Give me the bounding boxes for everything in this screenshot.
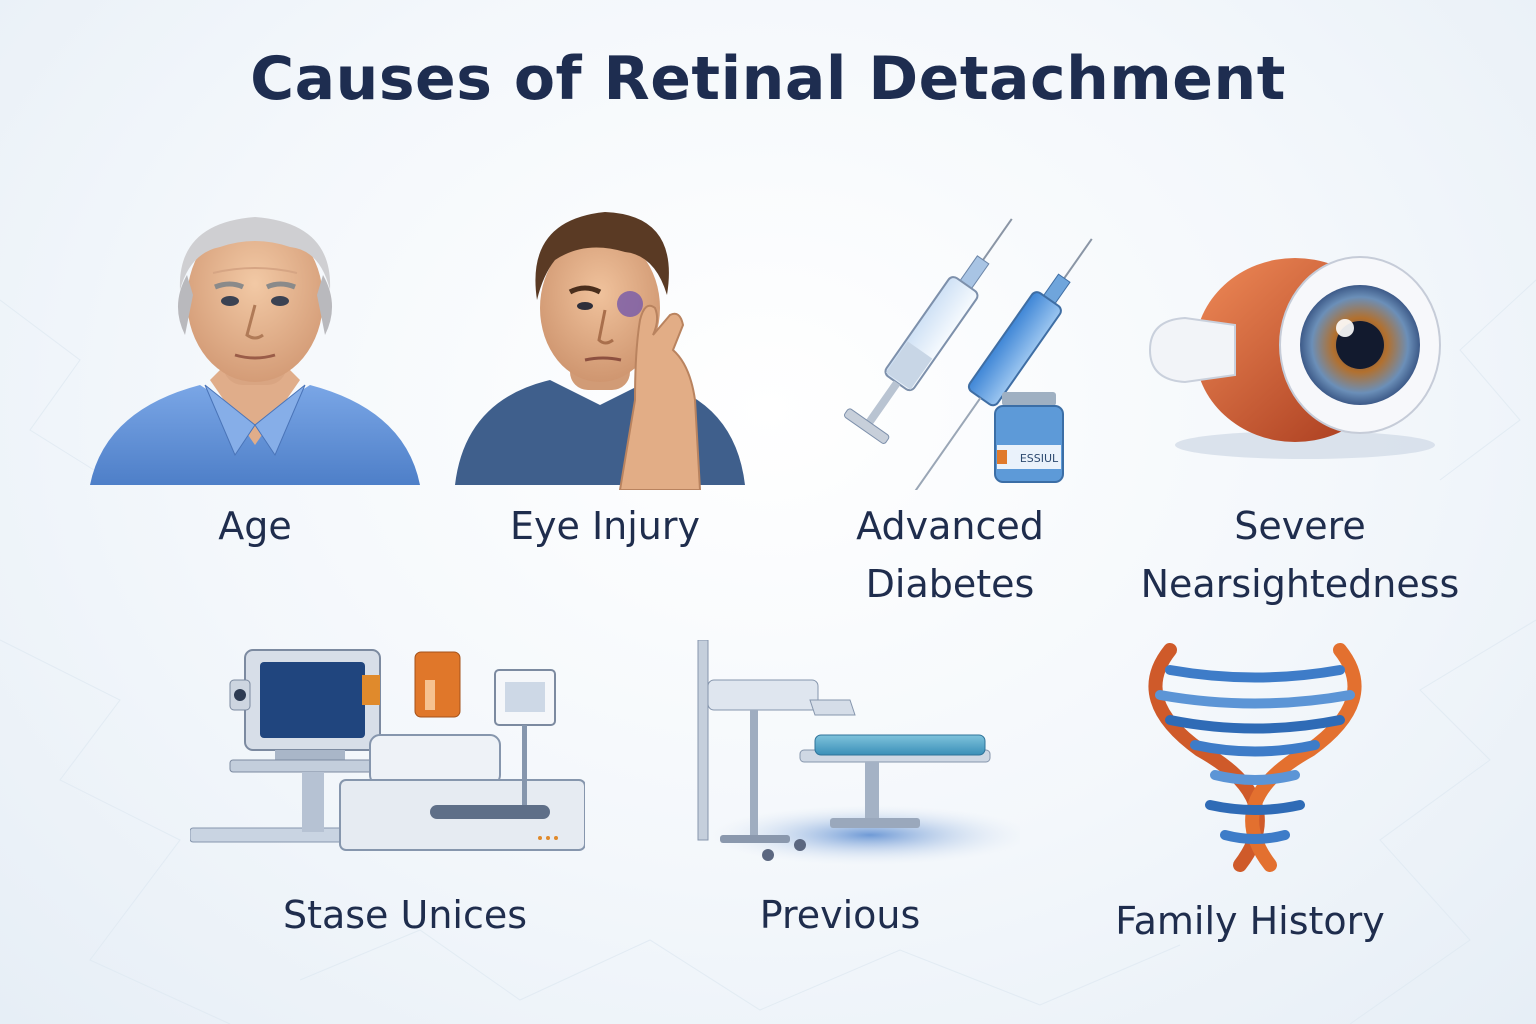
eyeball-icon: [1148, 256, 1441, 459]
cause-label: Eye Injury: [510, 504, 700, 548]
medical-equipment-icon: [190, 649, 585, 851]
cause-label: Stase Unices: [282, 893, 528, 937]
vial-label: ESSIUL: [1020, 452, 1059, 465]
dna-helix-icon: [1148, 643, 1362, 872]
cause-label: Age: [218, 504, 292, 548]
man-rubbing-eye-icon: [455, 212, 745, 490]
syringes-and-vial-icon: ESSIUL: [843, 218, 1093, 490]
page-title: Causes of Retinal Detachment: [250, 44, 1286, 114]
surgical-chair-icon: [697, 640, 1020, 865]
elderly-man-icon: [90, 217, 420, 485]
cause-label: Previous: [759, 893, 921, 937]
cause-label: Advanced Diabetes: [856, 504, 1044, 606]
cause-label: Family History: [1115, 899, 1385, 943]
cause-label: Severe Nearsightedness: [1140, 504, 1460, 606]
